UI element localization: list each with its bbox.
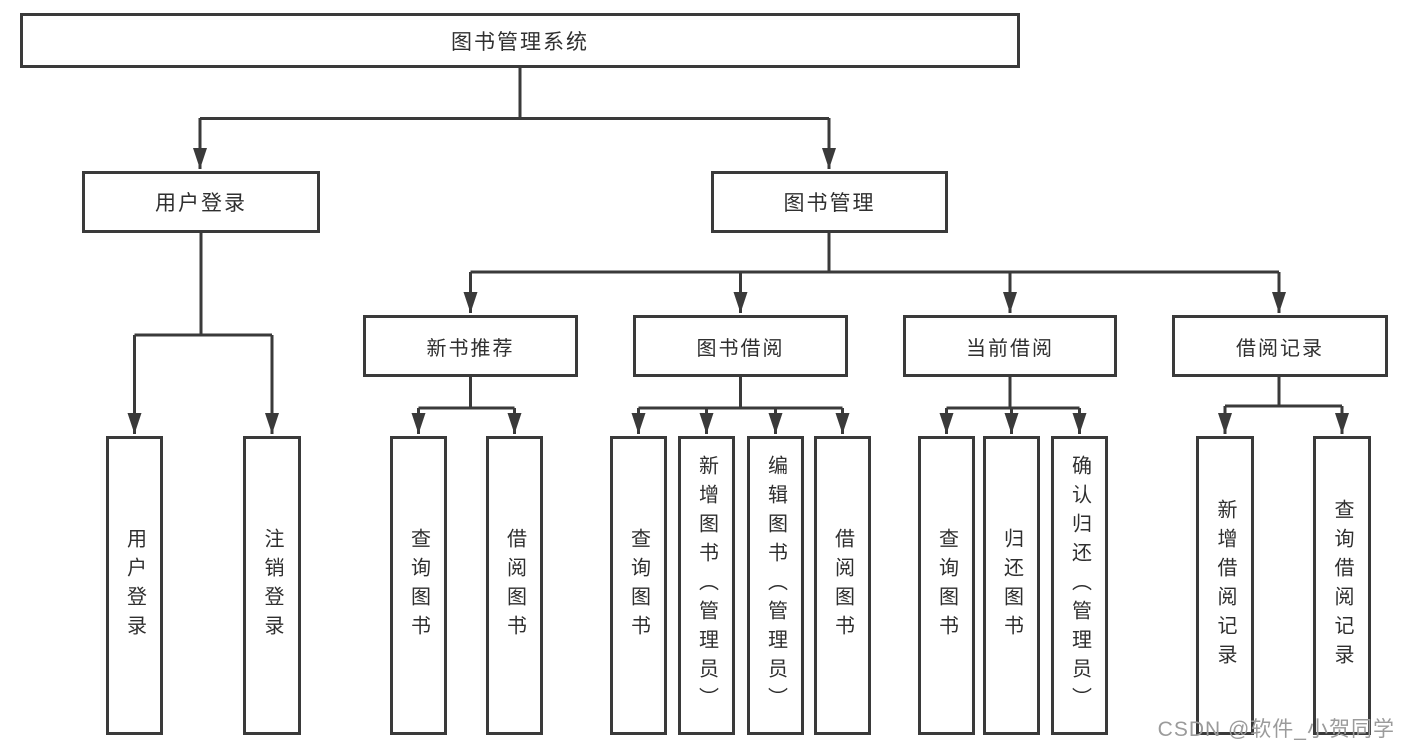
node-borrow-records: 借阅记录 — [1172, 315, 1388, 377]
leaf-label: 查询图书 — [407, 527, 430, 644]
node-book-management: 图书管理 — [711, 171, 948, 233]
node-borrowing-borrow-books: 借阅图书 — [814, 436, 871, 735]
node-user-login-branch: 用户登录 — [82, 171, 320, 233]
node-borrowing-add-books-admin: 新增图书（管理员） — [678, 436, 735, 735]
node-recommend-query-books: 查询图书 — [390, 436, 447, 735]
leaf-label: 注销登录 — [261, 527, 283, 644]
csdn-watermark: CSDN @软件_小贺同学 — [1157, 718, 1395, 741]
leaf-label: 查询图书 — [935, 527, 958, 644]
node-book-borrowing-label: 图书借阅 — [696, 337, 785, 360]
node-current-borrowing: 当前借阅 — [903, 315, 1117, 377]
leaf-label: 新增借阅记录 — [1214, 498, 1236, 673]
node-borrowing-edit-books-admin: 编辑图书（管理员） — [747, 436, 804, 735]
node-current-return-books: 归还图书 — [983, 436, 1040, 735]
leaf-label: 借阅图书 — [831, 527, 854, 644]
leaf-label: 借阅图书 — [503, 527, 526, 644]
leaf-label: 查询图书 — [627, 527, 650, 644]
node-root: 图书管理系统 — [20, 13, 1020, 68]
leaf-label: 新增图书（管理员） — [695, 455, 718, 716]
leaf-label: 编辑图书（管理员） — [764, 455, 787, 716]
node-recommend-borrow-books: 借阅图书 — [486, 436, 543, 735]
node-book-borrowing: 图书借阅 — [633, 315, 848, 377]
node-borrowing-query-books: 查询图书 — [610, 436, 667, 735]
node-new-book-recommend: 新书推荐 — [363, 315, 578, 377]
leaf-label: 查询借阅记录 — [1331, 498, 1353, 673]
node-borrow-records-label: 借阅记录 — [1236, 337, 1324, 360]
node-records-add-record: 新增借阅记录 — [1196, 436, 1254, 735]
node-new-book-recommend-label: 新书推荐 — [426, 337, 515, 360]
node-current-confirm-return-admin: 确认归还（管理员） — [1051, 436, 1108, 735]
node-book-management-label: 图书管理 — [783, 192, 876, 215]
node-records-query-record: 查询借阅记录 — [1313, 436, 1371, 735]
node-logout: 注销登录 — [243, 436, 301, 735]
leaf-label: 确认归还（管理员） — [1068, 455, 1091, 716]
node-current-query-books: 查询图书 — [918, 436, 975, 735]
node-user-login-branch-label: 用户登录 — [155, 192, 247, 215]
node-user-login: 用户登录 — [106, 436, 163, 735]
leaf-label: 归还图书 — [1000, 527, 1023, 644]
node-root-label: 图书管理系统 — [451, 30, 589, 54]
leaf-label: 用户登录 — [123, 527, 146, 644]
node-current-borrowing-label: 当前借阅 — [966, 337, 1054, 360]
